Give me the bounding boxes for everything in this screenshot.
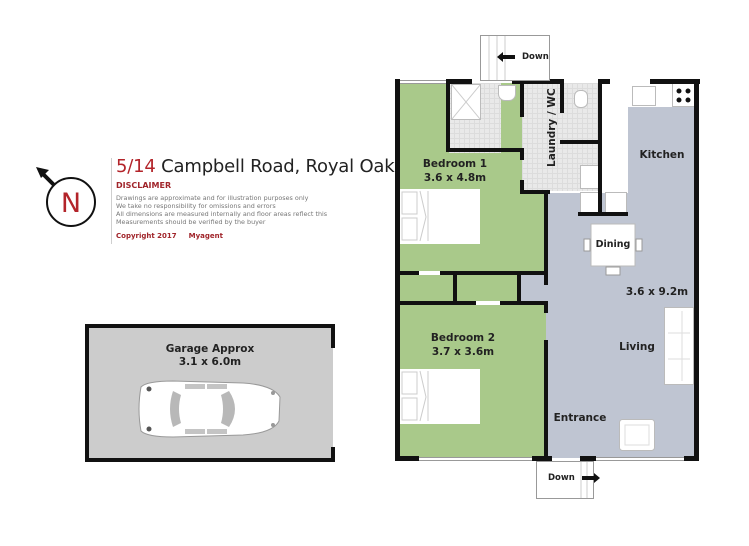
window: [400, 80, 446, 84]
kitchen-label: Kitchen: [639, 149, 685, 161]
living-label: Living: [619, 341, 655, 353]
header-divider: [111, 158, 112, 244]
compass-letter: N: [61, 188, 81, 219]
bed-1-icon: [400, 189, 480, 244]
kitchen-bench: [602, 83, 629, 193]
disclaimer-line: Drawings are approximate and for illustr…: [116, 194, 309, 202]
garage-wall-bottom: [85, 458, 335, 462]
wc-wall-south: [560, 140, 600, 144]
bedroom-2-name: Bedroom 2: [430, 332, 496, 344]
garage-dimensions: 3.1 x 6.0m: [178, 356, 242, 368]
bed1-wall-south-b: [440, 271, 548, 275]
garage-label: Garage Approx 3.1 x 6.0m: [87, 343, 333, 369]
dining-label: Dining: [595, 239, 631, 250]
address-street: Campbell Road, Royal Oak: [161, 156, 395, 177]
kitchen-wall-west: [598, 79, 602, 215]
north-compass-icon: N: [36, 167, 96, 227]
arrow-left-icon: [497, 52, 515, 62]
laundry-wall-b: [520, 150, 524, 160]
agent-name: Myagent: [188, 232, 223, 240]
property-address: 5/14 Campbell Road, Royal Oak: [116, 156, 395, 177]
garage-wall-right-top: [331, 324, 335, 348]
bedroom-1-label: Bedroom 1 3.6 x 4.8m: [410, 157, 500, 185]
car-icon: [138, 380, 281, 438]
wall-west: [395, 79, 400, 461]
garage-wall-right-bottom: [331, 447, 335, 462]
bed2-wall-north-a: [398, 301, 476, 305]
armchair-icon: [619, 419, 655, 451]
wall-south-d: [684, 456, 699, 461]
door-opening: [419, 271, 440, 275]
wall-east: [694, 79, 699, 461]
disclaimer-line: Measurements should be verified by the b…: [116, 218, 266, 226]
shower-tray: [451, 84, 481, 120]
arrow-right-icon: [582, 473, 600, 483]
copyright-text: Copyright 2017: [116, 232, 177, 240]
bath-wall-south: [446, 148, 524, 152]
kitchen-wall-south: [578, 212, 628, 216]
toilet-icon: [574, 90, 588, 108]
disclaimer-title: DISCLAIMER: [116, 181, 172, 190]
wall-nw: [395, 79, 400, 82]
basin-icon: [498, 85, 516, 101]
bed1-wall-south-a: [398, 271, 420, 275]
sofa-icon: [664, 307, 694, 385]
hall-floor: [520, 273, 546, 303]
bed1-wall-east: [544, 190, 548, 273]
laundry-wall-south: [520, 190, 550, 194]
bedroom-2-label: Bedroom 2 3.7 x 3.6m: [418, 331, 508, 359]
stairs-top: [480, 35, 550, 81]
wall-north-d: [650, 79, 700, 84]
stairs-top-label: Down: [522, 52, 549, 62]
entrance-label: Entrance: [553, 412, 607, 424]
garage-name: Garage Approx: [165, 343, 255, 355]
living-dimensions: 3.6 x 9.2m: [625, 286, 689, 298]
disclaimer-line: We take no responsibility for omissions …: [116, 202, 276, 210]
bedroom-1-dimensions: 3.6 x 4.8m: [423, 172, 487, 184]
address-number: 5/14: [116, 156, 156, 177]
bedroom-1-name: Bedroom 1: [422, 158, 488, 170]
hall-wall-east: [544, 273, 548, 285]
washer-icon: [580, 165, 600, 189]
wall-south-a: [395, 456, 419, 461]
laundry-wall-a: [520, 79, 524, 117]
hall-wall: [517, 273, 521, 303]
dining-table-icon: [583, 223, 643, 276]
copyright-line: Copyright 2017 Myagent: [116, 232, 223, 240]
laundry-wall-c: [520, 180, 524, 194]
wall-north-a: [446, 79, 472, 84]
shower-icon: [451, 84, 481, 120]
wall-north-c: [598, 79, 610, 84]
wardrobe-divider: [453, 273, 457, 303]
bed2-wall-north-b: [500, 301, 548, 305]
garage-wall-top: [85, 324, 335, 328]
wc-wall-west: [560, 79, 564, 113]
door-opening: [476, 301, 500, 305]
bed2-wall-east-a: [544, 301, 548, 313]
wall-south-b: [532, 456, 552, 461]
bedroom-2-dimensions: 3.7 x 3.6m: [431, 346, 495, 358]
sink-icon: [632, 86, 656, 106]
cooktop-icon: [672, 83, 696, 107]
laundry-wc-label: Laundry / WC: [546, 88, 558, 167]
bath-wall-west: [446, 79, 450, 151]
bed-2-icon: [400, 369, 480, 424]
kitchen-floor: [628, 107, 696, 197]
wall-north-b: [512, 79, 562, 84]
bed2-wall-east-b: [544, 340, 548, 460]
disclaimer-line: All dimensions are measured internally a…: [116, 210, 328, 218]
wall-south-c: [580, 456, 596, 461]
stairs-bottom-label: Down: [548, 473, 575, 483]
window: [596, 457, 684, 461]
garage-wall-left: [85, 324, 89, 462]
window: [419, 457, 532, 461]
